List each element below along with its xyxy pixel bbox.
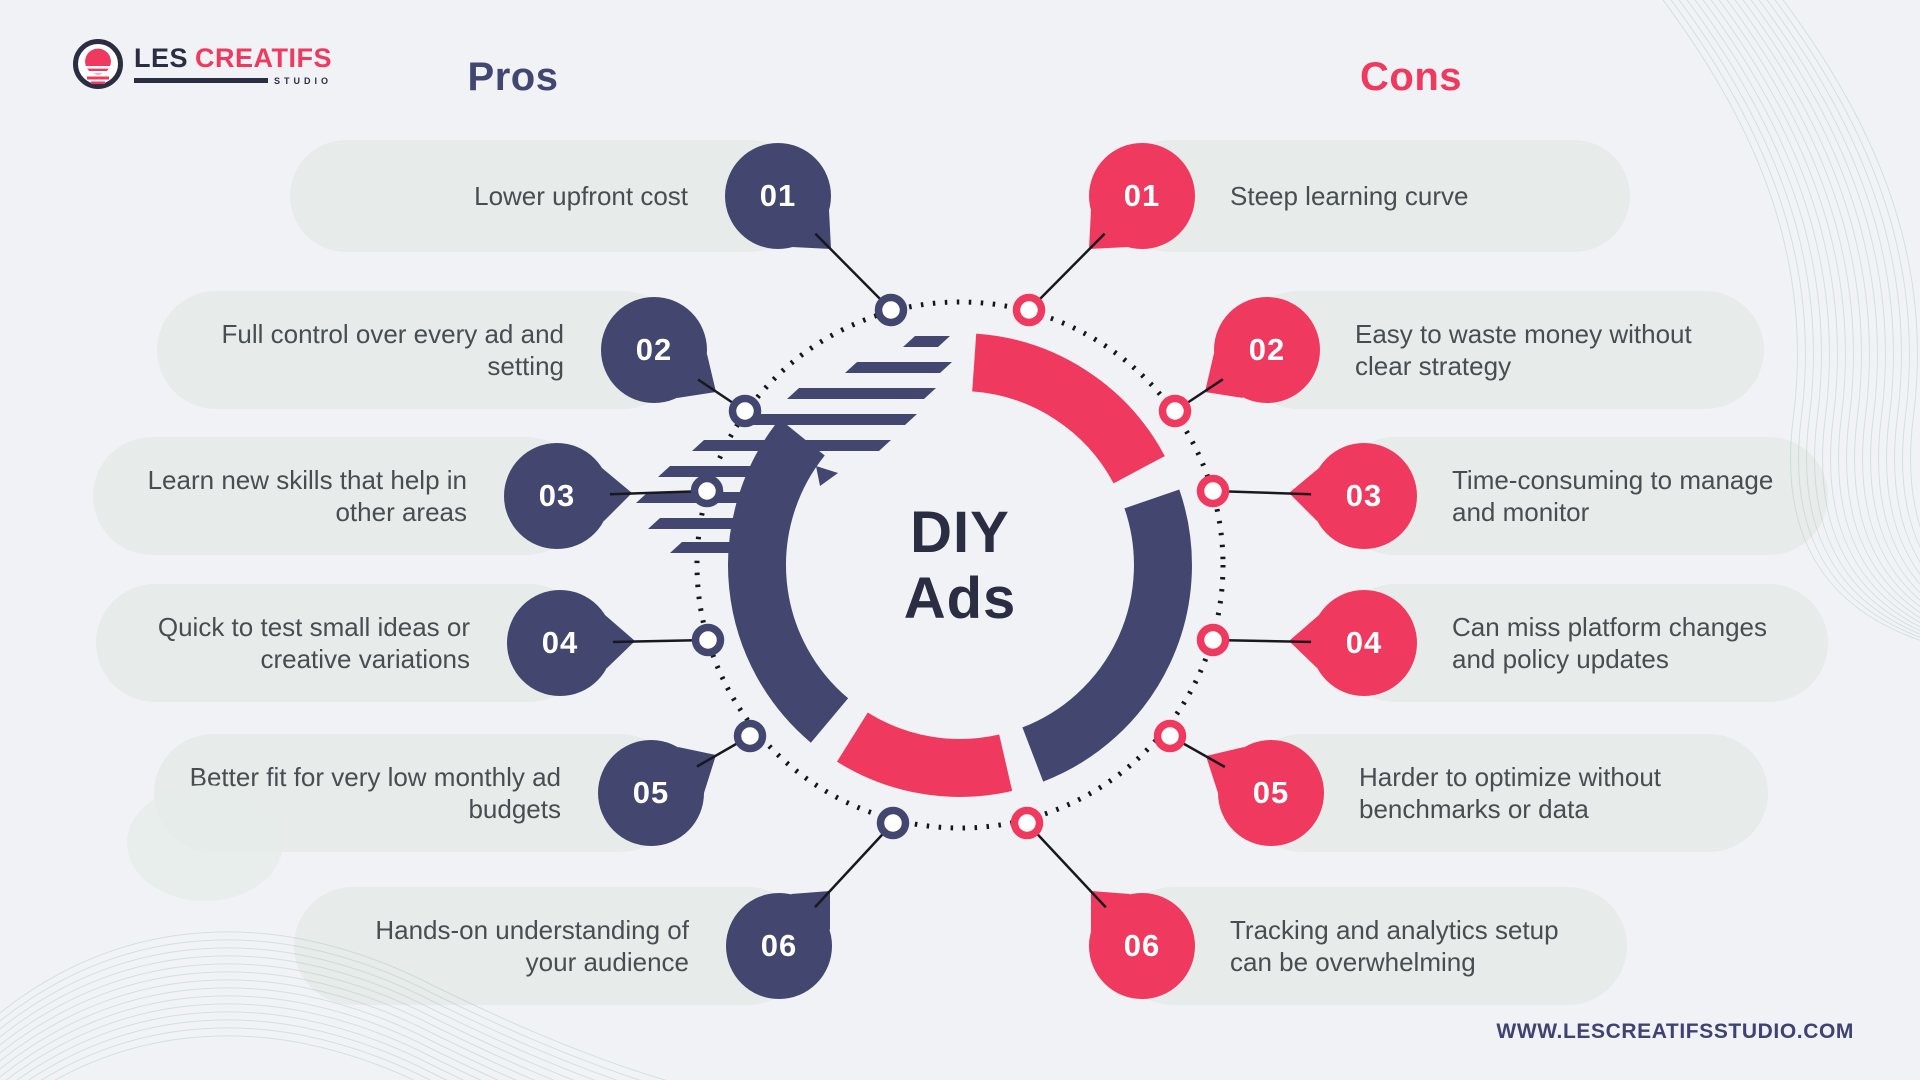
website-url: WWW.LESCREATIFSSTUDIO.COM	[1496, 1020, 1854, 1043]
brand-underline-row: STUDIO	[134, 76, 332, 86]
pro-number-bubble-1: 01	[725, 143, 831, 249]
con-number-3: 03	[1345, 478, 1383, 513]
donut-segment-navy-right	[1021, 489, 1192, 782]
orbit-markers	[690, 293, 1230, 840]
brand-name-creatifs: CREATIFS	[195, 42, 333, 73]
brand-underline-bar	[134, 78, 268, 83]
dotted-orbit-circle	[694, 299, 1226, 831]
sun-logo-icon	[73, 39, 123, 89]
brand-name-studio: STUDIO	[274, 75, 333, 86]
con-item-6-text: Tracking and analytics setup can be over…	[1230, 914, 1559, 978]
pro-number-bubble-5: 05	[598, 740, 704, 846]
con-item-5: Harder to optimize without benchmarks or…	[1243, 734, 1768, 852]
center-title-line2: Ads	[903, 566, 1017, 632]
corner-waves-bottom-left	[0, 931, 851, 1080]
pro-item-4-text: Quick to test small ideas or creative va…	[157, 611, 470, 675]
pro-item-4: Quick to test small ideas or creative va…	[96, 584, 588, 702]
pro-number-1: 01	[759, 178, 797, 213]
con-item-2: Easy to waste money without clear strate…	[1239, 291, 1764, 409]
con-number-4: 04	[1345, 625, 1383, 660]
con-number-2: 02	[1248, 332, 1286, 367]
con-number-bubble-3: 03	[1311, 443, 1417, 549]
pros-heading: Pros	[467, 55, 559, 99]
pro-number-6: 06	[760, 928, 798, 963]
con-item-1-text: Steep learning curve	[1230, 180, 1469, 211]
pro-number-bubble-6: 06	[726, 893, 832, 999]
con-number-bubble-4: 04	[1311, 590, 1417, 696]
donut-segment-pink-bottom	[837, 712, 1013, 797]
pro-number-bubble-3: 03	[504, 443, 610, 549]
con-item-3: Time-consuming to manage and monitor	[1336, 437, 1828, 555]
pro-number-2: 02	[635, 332, 673, 367]
pro-item-2: Full control over every ad and setting	[157, 291, 682, 409]
soft-blob	[127, 785, 283, 901]
pro-item-5-text: Better fit for very low monthly ad budge…	[189, 761, 561, 825]
con-number-5: 05	[1252, 775, 1290, 810]
con-number-bubble-6: 06	[1089, 893, 1195, 999]
con-item-4-text: Can miss platform changes and policy upd…	[1452, 611, 1768, 675]
con-number-bubble-1: 01	[1089, 143, 1195, 249]
pro-item-1: Lower upfront cost	[290, 140, 806, 252]
center-title: DIY Ads	[840, 500, 1080, 632]
pro-number-4: 04	[541, 625, 579, 660]
brand-name-les: LES	[134, 42, 189, 73]
con-item-4: Can miss platform changes and policy upd…	[1336, 584, 1828, 702]
donut-segment-pink-top	[971, 333, 1165, 484]
con-item-3-text: Time-consuming to manage and monitor	[1452, 464, 1774, 528]
pro-number-5: 05	[632, 775, 670, 810]
pro-number-bubble-4: 04	[507, 590, 613, 696]
con-number-bubble-5: 05	[1218, 740, 1324, 846]
con-item-1: Steep learning curve	[1114, 140, 1630, 252]
cons-heading: Cons	[1360, 55, 1462, 99]
speed-stripes	[636, 336, 952, 553]
pro-number-bubble-2: 02	[601, 297, 707, 403]
con-number-6: 06	[1123, 928, 1161, 963]
center-title-line1: DIY	[910, 500, 1010, 565]
donut-segment-navy-left	[728, 419, 849, 743]
con-number-bubble-2: 02	[1214, 297, 1320, 403]
pro-number-3: 03	[538, 478, 576, 513]
con-item-5-text: Harder to optimize without benchmarks or…	[1359, 761, 1662, 825]
corner-waves-top-right	[1639, 0, 1920, 646]
pro-item-3-text: Learn new skills that help in other area…	[147, 464, 467, 528]
pro-item-2-text: Full control over every ad and setting	[221, 318, 564, 382]
pro-item-1-text: Lower upfront cost	[474, 180, 688, 211]
donut-ring	[728, 333, 1192, 797]
con-number-1: 01	[1123, 178, 1161, 213]
con-item-2-text: Easy to waste money without clear strate…	[1355, 318, 1692, 382]
pro-item-6-text: Hands-on understanding of your audience	[375, 914, 689, 978]
con-item-6: Tracking and analytics setup can be over…	[1114, 887, 1627, 1005]
pro-item-3: Learn new skills that help in other area…	[93, 437, 585, 555]
